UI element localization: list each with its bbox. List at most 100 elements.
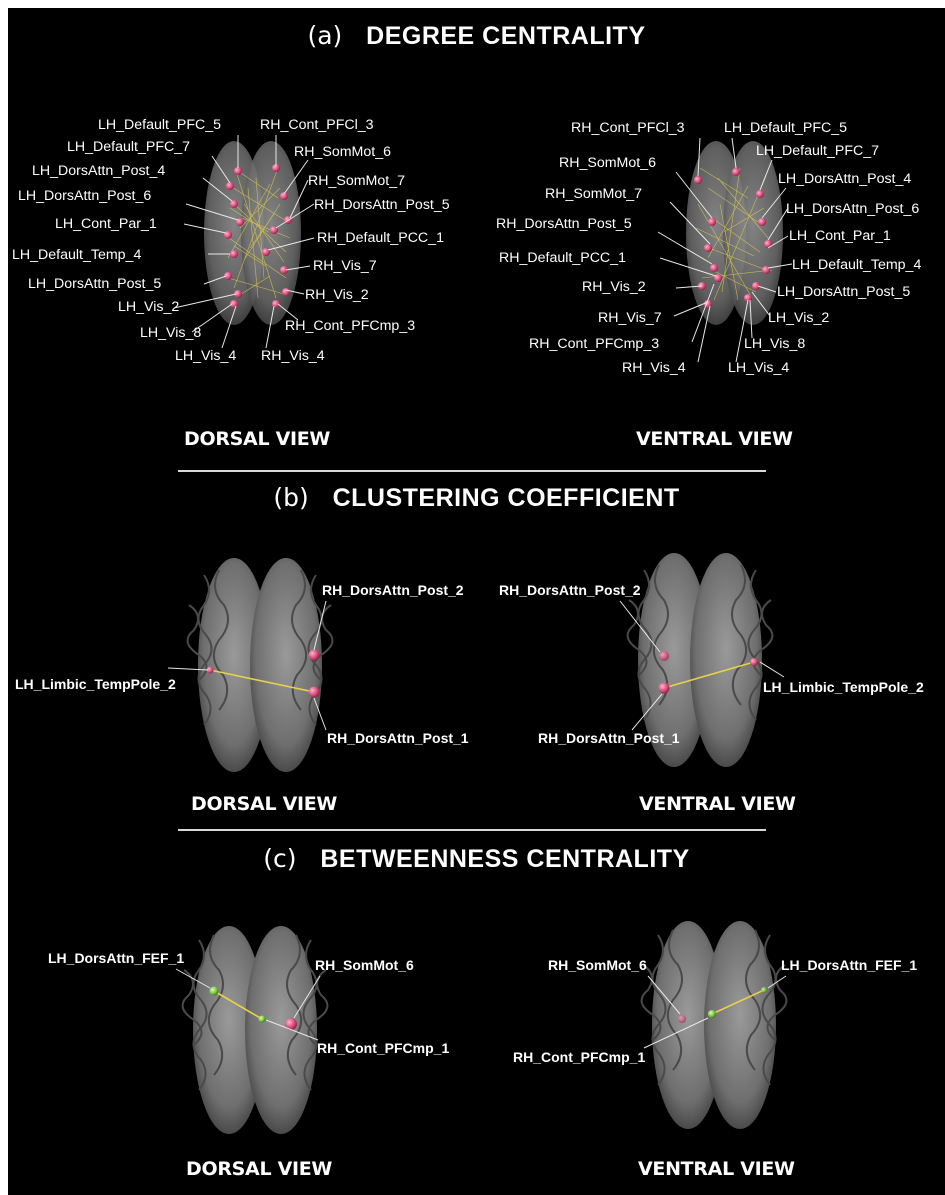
section-c-title: (c) BETWEENNESS CENTRALITY (8, 844, 945, 874)
b-ventral-node-lh-temppole (750, 658, 758, 666)
a-v-label-rh-sommot-7: RH_SomMot_7 (545, 186, 642, 202)
a-d-label-rh-vis-7: RH_Vis_7 (313, 258, 377, 274)
a-v-label-rh-cont-pfcmp-3: RH_Cont_PFCmp_3 (529, 336, 659, 352)
a-d-label-lh-default-temp-4: LH_Default_Temp_4 (12, 247, 141, 263)
b-dorsal-left-hemisphere (198, 558, 270, 772)
c-ventral-view-label: VENTRAL VIEW (638, 1158, 795, 1180)
a-v-label-lh-cont-par-1: LH_Cont_Par_1 (789, 228, 891, 244)
a-v-label-lh-dorsattn-post-4: LH_DorsAttn_Post_4 (778, 171, 911, 187)
c-dorsal-node-lh-fef (209, 986, 219, 996)
c-dorsal-brain (181, 926, 329, 1134)
b-dorsal-node-rh-post2 (308, 649, 320, 661)
a-d-label-rh-cont-pfcl-3: RH_Cont_PFCl_3 (260, 117, 374, 133)
b-dorsal-edge (209, 669, 315, 693)
a-v-label-lh-vis-8: LH_Vis_8 (744, 336, 805, 352)
b-leader-lines (167, 600, 785, 731)
a-v-label-lh-default-temp-4: LH_Default_Temp_4 (792, 257, 921, 273)
divider-b-c (178, 829, 766, 831)
a-v-label-rh-cont-pfcl-3: RH_Cont_PFCl_3 (571, 120, 685, 136)
b-v-label-lh-temppole: LH_Limbic_TempPole_2 (763, 679, 924, 695)
c-ventral-node-lh-fef (761, 987, 767, 993)
c-dorsal-edge (213, 990, 263, 1020)
a-d-label-rh-dorsattn-post-5: RH_DorsAttn_Post_5 (314, 197, 450, 213)
c-v-label-rh-sommot: RH_SomMot_6 (548, 957, 647, 973)
a-d-label-lh-vis-2: LH_Vis_2 (118, 299, 179, 315)
b-d-label-lh-temppole: LH_Limbic_TempPole_2 (15, 676, 176, 692)
a-dorsal-view-label: DORSAL VIEW (184, 428, 331, 450)
a-d-label-lh-dorsattn-post-4: LH_DorsAttn_Post_4 (32, 163, 165, 179)
b-d-label-rh-post1: RH_DorsAttn_Post_1 (327, 730, 469, 746)
section-c-letter: (c) (263, 844, 297, 873)
a-d-label-lh-dorsattn-post-6: LH_DorsAttn_Post_6 (18, 188, 151, 204)
a-dorsal-edges (225, 167, 291, 299)
b-ventral-node-rh-post1 (658, 682, 670, 694)
a-d-label-rh-default-pcc-1: RH_Default_PCC_1 (317, 230, 444, 246)
a-d-label-lh-default-pfc-7: LH_Default_PFC_7 (67, 139, 190, 155)
c-v-label-rh-pfcmp: RH_Cont_PFCmp_1 (513, 1049, 645, 1065)
a-v-label-rh-dorsattn-post-5: RH_DorsAttn_Post_5 (496, 216, 632, 232)
a-v-label-lh-vis-2: LH_Vis_2 (768, 310, 829, 326)
a-d-label-rh-cont-pfcmp-3: RH_Cont_PFCmp_3 (285, 318, 415, 334)
a-d-label-lh-dorsattn-post-5: LH_DorsAttn_Post_5 (28, 276, 161, 292)
divider-a-b (178, 470, 766, 472)
section-a-title: (a) DEGREE CENTRALITY (8, 21, 945, 51)
section-a-name: DEGREE CENTRALITY (366, 22, 646, 50)
section-b-title: (b) CLUSTERING COEFFICIENT (8, 483, 945, 513)
c-d-label-rh-sommot: RH_SomMot_6 (315, 957, 414, 973)
a-d-label-rh-sommot-6: RH_SomMot_6 (294, 144, 391, 160)
a-v-label-rh-vis-2: RH_Vis_2 (582, 279, 646, 295)
figure-panel: (a) DEGREE CENTRALITY (b) CLUSTERING COE… (8, 8, 945, 1195)
c-ventral-left-hemisphere (704, 921, 776, 1129)
a-ventral-labels: RH_Cont_PFCl_3 RH_SomMot_6 RH_SomMot_7 R… (496, 120, 921, 376)
a-v-label-lh-default-pfc-7: LH_Default_PFC_7 (756, 143, 879, 159)
brain-network-overlay: LH_Default_PFC_5 LH_Default_PFC_7 LH_Dor… (12, 117, 924, 1134)
section-c-name: BETWEENNESS CENTRALITY (320, 845, 690, 873)
a-d-label-rh-vis-2: RH_Vis_2 (305, 287, 369, 303)
b-dorsal-node-lh-temppole (206, 666, 214, 674)
a-ventral-left-hemisphere (723, 141, 783, 325)
c-dorsal-right-hemisphere (245, 926, 317, 1134)
a-v-label-rh-vis-7: RH_Vis_7 (598, 310, 662, 326)
a-v-label-lh-vis-4: LH_Vis_4 (728, 360, 789, 376)
b-ventral-node-rh-post2 (659, 651, 669, 661)
c-ventral-edge (711, 989, 765, 1015)
c-ventral-node-rh-sommot (678, 1015, 686, 1023)
a-d-label-lh-default-pfc-5: LH_Default_PFC_5 (98, 117, 221, 133)
a-d-label-rh-vis-4: RH_Vis_4 (261, 348, 325, 364)
b-dorsal-node-rh-post1 (308, 686, 320, 698)
a-v-label-rh-vis-4: RH_Vis_4 (622, 360, 686, 376)
section-a-letter: (a) (307, 21, 343, 50)
b-ventral-edge (663, 661, 755, 689)
a-ventral-leader-lines (657, 137, 793, 363)
section-b-letter: (b) (273, 483, 309, 512)
c-labels: LH_DorsAttn_FEF_1 RH_SomMot_6 RH_Cont_PF… (48, 950, 917, 1065)
a-ventral-view-label: VENTRAL VIEW (636, 428, 793, 450)
b-labels: RH_DorsAttn_Post_2 LH_Limbic_TempPole_2 … (15, 582, 924, 746)
b-ventral-brain (626, 553, 774, 767)
a-dorsal-brain (204, 141, 301, 325)
b-ventral-view-label: VENTRAL VIEW (639, 793, 796, 815)
c-ventral-right-hemisphere (652, 921, 724, 1129)
c-leader-lines (175, 968, 787, 1049)
a-dorsal-right-hemisphere (241, 141, 301, 325)
c-ventral-node-rh-pfcmp (708, 1010, 716, 1018)
section-b-name: CLUSTERING COEFFICIENT (332, 484, 680, 512)
c-d-label-rh-pfcmp: RH_Cont_PFCmp_1 (317, 1040, 449, 1056)
b-d-label-rh-post2: RH_DorsAttn_Post_2 (322, 582, 464, 598)
a-d-label-lh-cont-par-1: LH_Cont_Par_1 (55, 216, 157, 232)
a-d-label-rh-sommot-7: RH_SomMot_7 (308, 173, 405, 189)
c-dorsal-left-hemisphere (193, 926, 265, 1134)
b-dorsal-right-hemisphere (250, 558, 322, 772)
a-dorsal-leader-lines (173, 135, 315, 349)
a-d-label-lh-vis-4: LH_Vis_4 (175, 348, 236, 364)
c-v-label-lh-fef: LH_DorsAttn_FEF_1 (781, 957, 917, 973)
c-d-label-lh-fef: LH_DorsAttn_FEF_1 (48, 950, 184, 966)
a-v-label-lh-dorsattn-post-6: LH_DorsAttn_Post_6 (786, 201, 919, 217)
c-dorsal-node-rh-pfcmp (258, 1015, 266, 1023)
c-dorsal-node-rh-sommot (285, 1018, 297, 1030)
b-ventral-left-hemisphere (690, 553, 762, 767)
b-dorsal-brain (186, 558, 334, 772)
a-ventral-brain (686, 141, 783, 325)
b-v-label-rh-post2: RH_DorsAttn_Post_2 (499, 582, 641, 598)
